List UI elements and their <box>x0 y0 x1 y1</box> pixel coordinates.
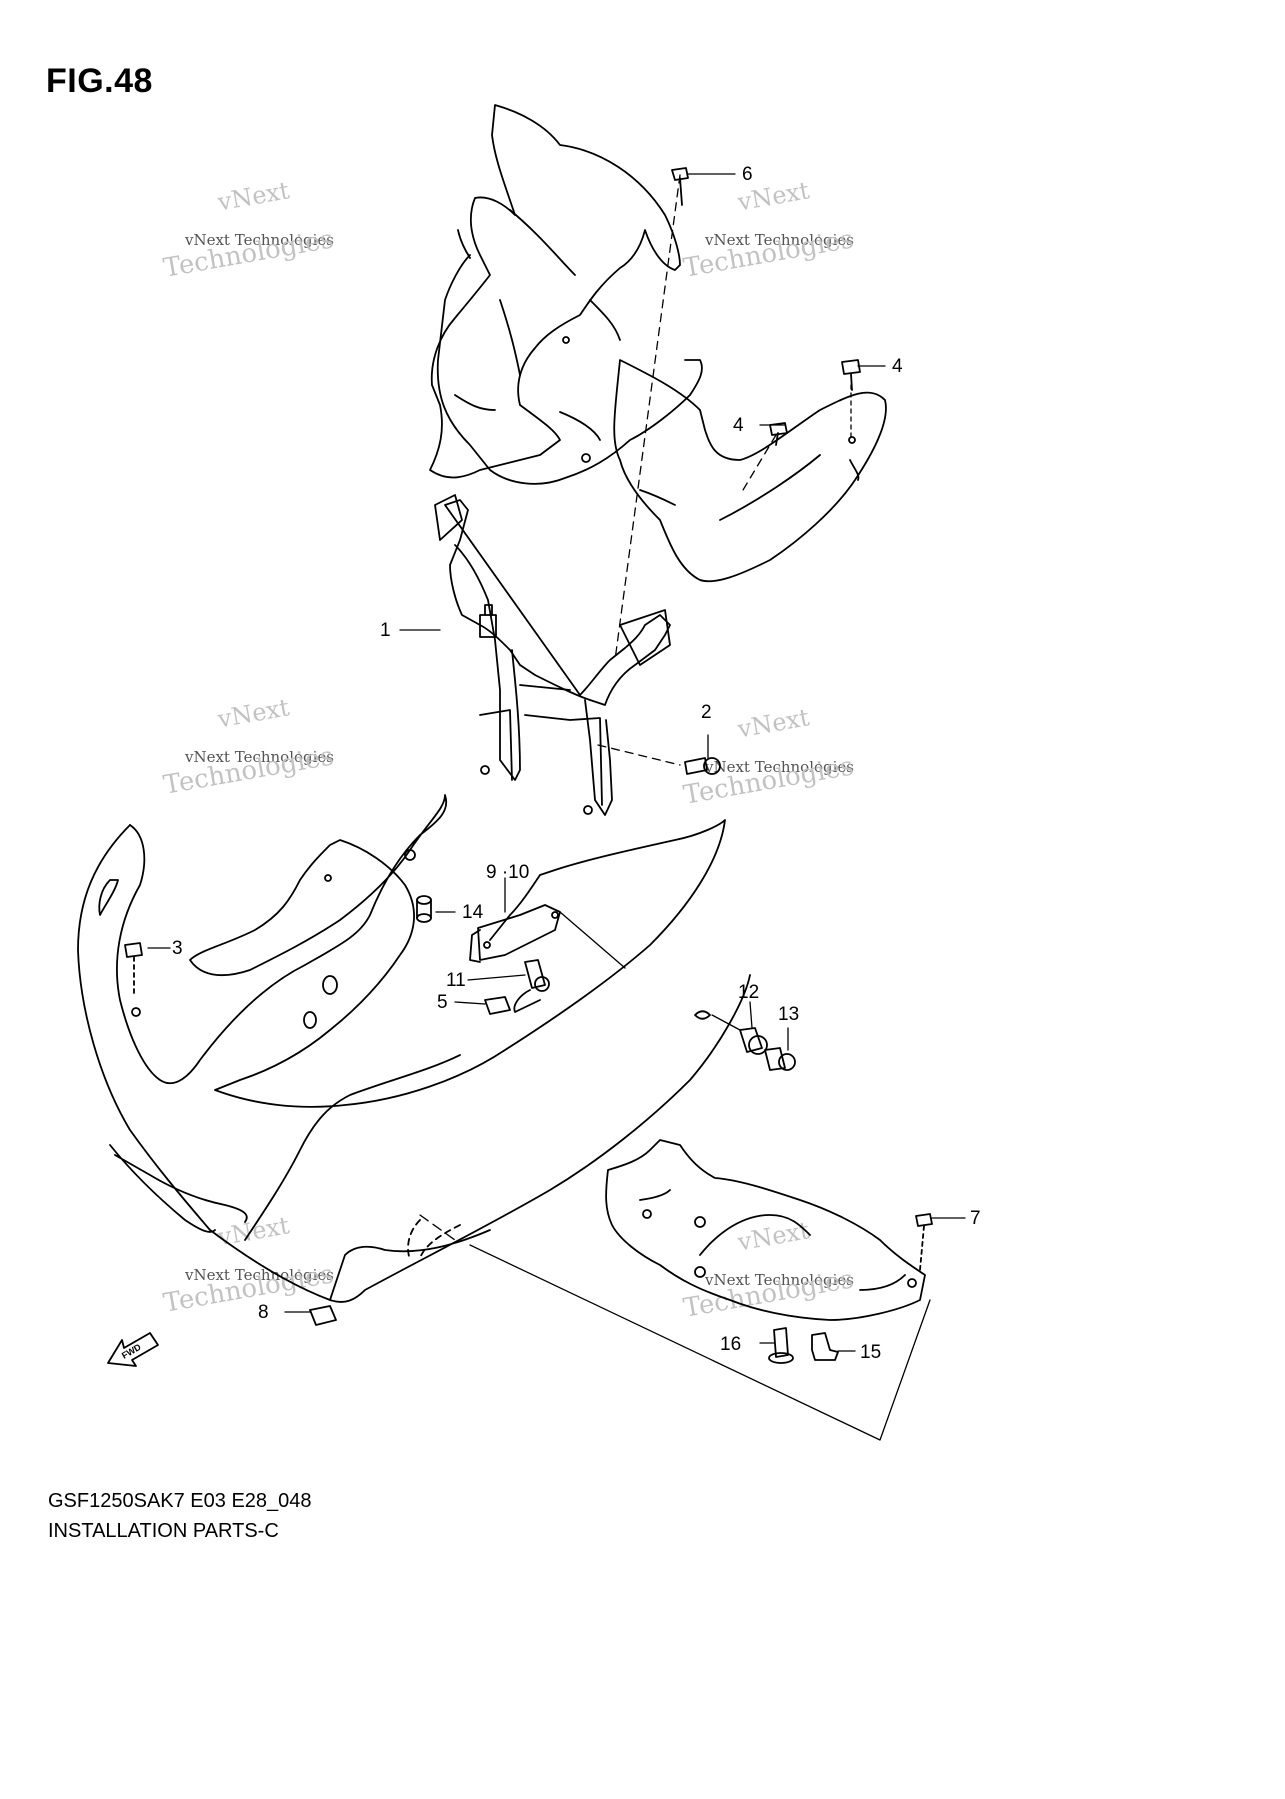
callout-6: 6 <box>742 164 753 185</box>
callout-1: 1 <box>380 620 391 641</box>
bracket-part-9-10 <box>469 904 561 963</box>
watermark-2: vNext vNext Technologies Technologies <box>681 176 856 284</box>
mount-hole <box>694 1216 706 1228</box>
model-code: GSF1250SAK7 E03 E28_048 <box>48 1490 312 1512</box>
lower-cowling <box>116 794 726 1108</box>
svg-text:vNext Technologies: vNext Technologies <box>704 758 854 776</box>
svg-text:vNext: vNext <box>735 703 812 743</box>
leader-dashed-6 <box>614 174 681 661</box>
inner-cover-right-detail <box>639 454 860 521</box>
leader-9-10 <box>559 911 626 969</box>
upper-inner-cover-edge <box>457 209 621 341</box>
collar-part-14 <box>416 895 432 923</box>
leader-cowling-to-under <box>469 1244 931 1441</box>
under-cowling <box>605 1139 926 1321</box>
mount-hole <box>848 436 856 444</box>
callout-12: 12 <box>738 982 759 1003</box>
callout-16: 16 <box>720 1334 741 1355</box>
svg-text:vNext Technologies: vNext Technologies <box>704 1271 854 1289</box>
bolt-part-11 <box>524 959 550 992</box>
screw-part-4a <box>841 359 861 391</box>
under-cowling-detail <box>639 1189 906 1291</box>
mount-hole <box>562 336 570 344</box>
callout-labels: 6 4 4 1 2 9 ·10 14 3 11 5 12 13 7 8 16 1… <box>172 164 981 1363</box>
cowling-vent <box>407 1219 461 1261</box>
cowling-hole <box>303 1011 317 1029</box>
section-title: INSTALLATION PARTS-C <box>48 1520 279 1542</box>
bracket-boss <box>479 614 497 638</box>
screw-part-3 <box>124 942 143 996</box>
watermark-group: vNext vNext Technologies Technologies vN… <box>161 176 856 1324</box>
cowling-slot <box>98 879 119 916</box>
callout-7: 7 <box>970 1208 981 1229</box>
watermark-5: vNext vNext Technologies Technologies <box>161 1211 336 1319</box>
svg-text:vNext Technologies: vNext Technologies <box>184 231 334 249</box>
svg-text:vNext: vNext <box>215 1211 292 1251</box>
mount-hole <box>583 805 593 815</box>
callout-9-10: 9 ·10 <box>486 862 529 883</box>
svg-text:vNext: vNext <box>215 176 292 216</box>
callout-13: 13 <box>778 1004 799 1025</box>
nut-part-5 <box>484 996 511 1015</box>
callout-2: 2 <box>701 702 712 723</box>
cowling-hole <box>131 1007 141 1017</box>
watermark-3: vNext vNext Technologies Technologies <box>161 693 336 801</box>
svg-text:vNext: vNext <box>215 693 292 733</box>
cowling-tab <box>513 989 541 1013</box>
callout-8: 8 <box>258 1302 269 1323</box>
watermark-1: vNext vNext Technologies Technologies <box>161 176 336 284</box>
lower-cowling-front-edge <box>329 1229 491 1301</box>
bracket-mount-top <box>434 494 671 666</box>
svg-text:vNext Technologies: vNext Technologies <box>184 748 334 766</box>
svg-text:vNext Technologies: vNext Technologies <box>704 231 854 249</box>
callout-leaders <box>147 173 966 1352</box>
cowling-hole <box>324 874 332 882</box>
callout-11: 11 <box>446 970 466 991</box>
cowling-bracket-arm <box>454 544 613 816</box>
leader-dashed-2 <box>597 744 681 766</box>
bolt-part-13 <box>764 1047 796 1071</box>
mount-hole <box>581 453 591 463</box>
mount-hole <box>480 765 490 775</box>
screw-part-4b <box>769 422 788 446</box>
upper-inner-cover <box>429 104 681 479</box>
lower-cowling-outer <box>77 824 751 1303</box>
side-panel-left-detail <box>454 299 601 441</box>
fwd-direction-arrow <box>107 1332 159 1367</box>
leader-dashed-4b <box>739 434 777 496</box>
callout-14: 14 <box>462 902 484 923</box>
cowling-hole <box>404 849 416 861</box>
inner-cover-right <box>613 359 887 583</box>
bolt-part-16 <box>768 1327 794 1364</box>
mount-hole <box>907 1278 917 1288</box>
bracket-pin <box>484 604 493 616</box>
lower-cowling-chin <box>244 1054 461 1241</box>
cowling-hole <box>322 975 338 995</box>
cowling-bracket-stay <box>479 684 603 806</box>
callout-3: 3 <box>172 938 183 959</box>
svg-text:vNext Technologies: vNext Technologies <box>184 1266 334 1284</box>
side-panel-left <box>436 254 703 485</box>
screw-part-6 <box>671 167 689 206</box>
lower-cowling-inner-fold <box>109 1144 248 1233</box>
mount-hole <box>642 1209 652 1219</box>
leader-chain-dashes <box>419 1214 456 1241</box>
clip-part-15 <box>811 1332 839 1361</box>
cowling-bracket <box>444 499 671 706</box>
grommet-part-12 <box>694 1010 768 1055</box>
callout-15: 15 <box>860 1342 881 1363</box>
mount-hole <box>694 1266 706 1278</box>
callout-4: 4 <box>892 356 903 377</box>
screw-part-7 <box>915 1213 933 1271</box>
callout-5: 5 <box>437 992 448 1013</box>
watermark-6: vNext vNext Technologies Technologies <box>681 1216 856 1324</box>
nut-part-8 <box>309 1305 337 1326</box>
screw-part-2 <box>684 757 721 775</box>
figure-title: FIG.48 <box>46 62 153 100</box>
svg-text:vNext: vNext <box>735 1216 812 1256</box>
callout-4: 4 <box>733 415 744 436</box>
